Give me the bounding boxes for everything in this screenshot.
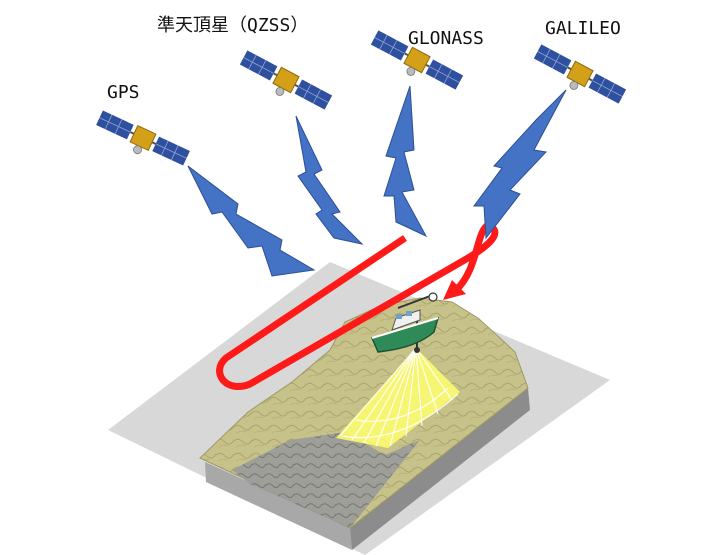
qzss-label: 準天頂星（QZSS） [157, 15, 308, 36]
gps-signal-bolt [187, 165, 316, 277]
gps-label: GPS [107, 82, 140, 103]
qzss-signal-bolt [295, 115, 364, 245]
galileo-satellite-icon [528, 42, 628, 113]
galileo-signal-bolt [473, 89, 567, 240]
glonass-label: GLONASS [408, 28, 484, 49]
gps-satellite-icon [91, 108, 192, 175]
terrain-block-front [205, 462, 352, 550]
seabed-rocky-zone [232, 432, 420, 528]
signal-path-arrow [216, 221, 499, 390]
galileo-label: GALILEO [545, 18, 621, 39]
qzss-satellite-icon [234, 48, 334, 119]
sonar-swath [336, 347, 460, 448]
signal-path-arrowhead [443, 280, 466, 300]
glonass-signal-bolt [383, 85, 428, 238]
survey-boat [370, 292, 440, 353]
terrain-block-right [350, 388, 530, 550]
